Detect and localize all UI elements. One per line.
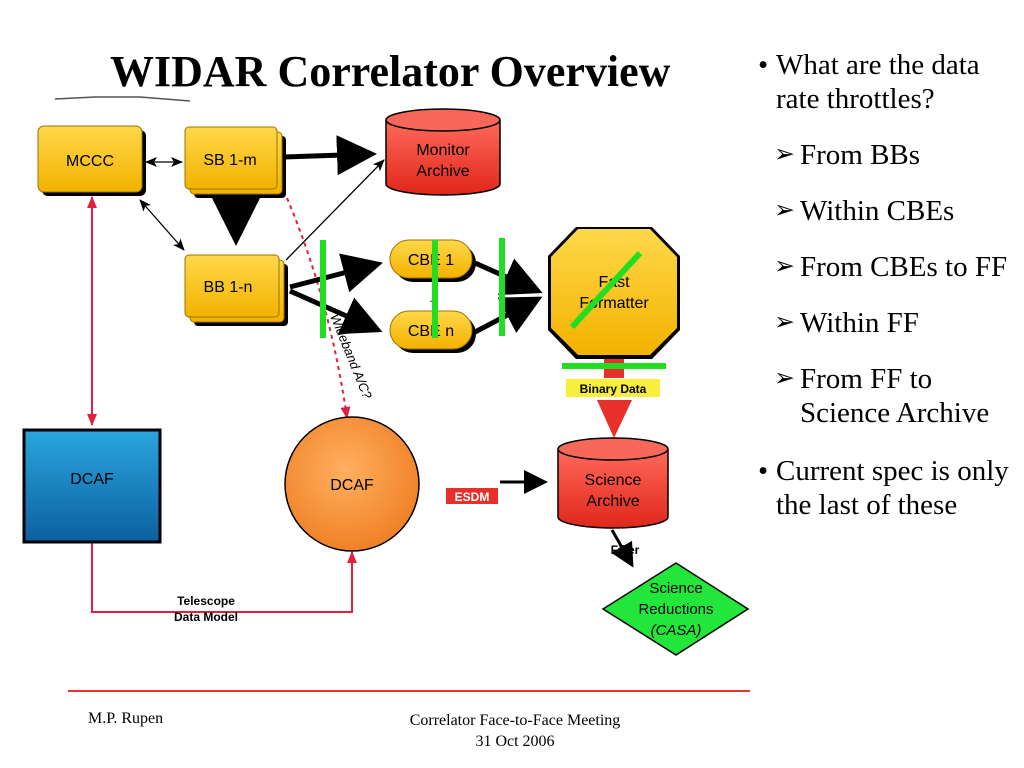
sub-bullet-cbes-to-ff: ➢From CBEs to FF xyxy=(774,251,1008,283)
correlator-diagram: MCCC SB 1-m BB 1-n Monitor Archive CBE 1… xyxy=(22,96,750,656)
cbe1-label: CBE 1 xyxy=(408,252,454,269)
sb-label: SB 1-m xyxy=(203,152,256,169)
mccc-label: MCCC xyxy=(66,153,114,170)
science-archive-line2: Archive xyxy=(586,493,639,510)
dcaf-center-circle: DCAF xyxy=(284,416,420,552)
bullet-list: •What are the data rate throttles? ➢From… xyxy=(758,48,1020,526)
sub-bullet-within-cbes: ➢Within CBEs xyxy=(774,195,955,227)
footer-meeting-name: Correlator Face-to-Face Meeting xyxy=(409,712,621,729)
dcaf-left-label: DCAF xyxy=(70,471,114,488)
filler-label: Filler xyxy=(611,543,640,557)
footer-meeting: Correlator Face-to-Face Meeting 31 Oct 2… xyxy=(370,710,660,752)
fast-formatter: Fast Formatter xyxy=(548,227,680,359)
science-reductions-line1: Science xyxy=(649,580,702,597)
monitor-archive-line1: Monitor xyxy=(416,142,470,159)
bullet-throttles: •What are the data rate throttles? xyxy=(758,49,980,115)
dcaf-left-box: DCAF xyxy=(22,428,162,544)
science-reductions: Science Reductions (CASA) xyxy=(601,562,750,656)
science-reductions-line3: (CASA) xyxy=(651,622,702,639)
svg-text:Binary Data: Binary Data xyxy=(580,382,647,396)
science-reductions-line2: Reductions xyxy=(638,601,713,618)
cbe-ellipsis: . xyxy=(429,291,432,305)
esdm-label: ESDM xyxy=(446,488,498,504)
sb-box: SB 1-m xyxy=(184,126,286,198)
sub-bullet-from-bbs: ➢From BBs xyxy=(774,139,921,171)
science-archive-line1: Science xyxy=(585,472,642,489)
mccc-box: MCCC xyxy=(37,125,146,196)
bb-box: BB 1-n xyxy=(184,254,288,326)
binary-data-label: Binary Data xyxy=(566,379,660,397)
throttle-markers xyxy=(320,238,666,369)
slide-title: WIDAR Correlator Overview xyxy=(110,47,671,96)
footer-divider xyxy=(68,690,750,692)
monitor-archive-line2: Archive xyxy=(416,163,469,180)
sub-bullet-within-ff: ➢Within FF xyxy=(774,307,919,339)
svg-text:ESDM: ESDM xyxy=(455,490,490,504)
telescope-data-model-line2: Data Model xyxy=(174,610,238,624)
bullet-current-spec: •Current spec is only the last of these xyxy=(758,455,1009,521)
monitor-archive: Monitor Archive xyxy=(385,108,501,196)
science-archive: Science Archive xyxy=(557,437,669,529)
dcaf-center-label: DCAF xyxy=(330,477,374,494)
footer-date: 31 Oct 2006 xyxy=(475,733,555,750)
cben-label: CBE n xyxy=(408,323,454,340)
data-flow-arrows xyxy=(212,135,634,568)
bb-label: BB 1-n xyxy=(204,279,253,296)
telescope-data-model-line1: Telescope xyxy=(177,594,235,608)
sub-bullet-ff-to-archive: ➢From FF to Science Archive xyxy=(774,363,990,429)
footer-author: M.P. Rupen xyxy=(88,710,164,727)
